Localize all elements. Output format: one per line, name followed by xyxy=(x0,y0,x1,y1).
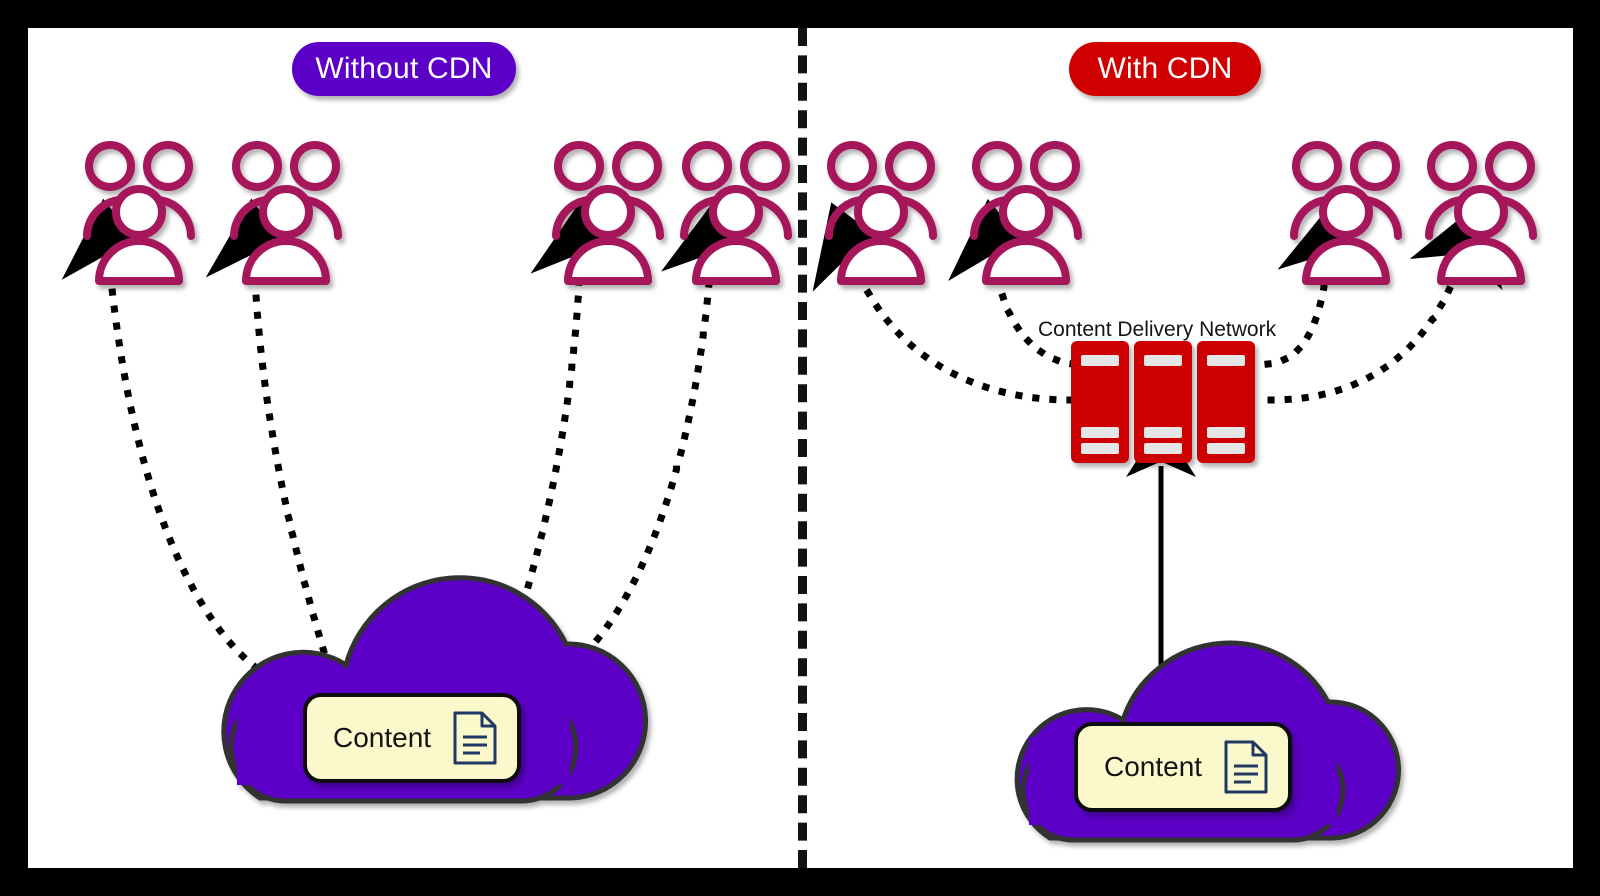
badge-without-cdn[interactable]: Without CDN xyxy=(292,42,516,96)
edge-right-1 xyxy=(812,202,1074,404)
cdn-server-1 xyxy=(1071,341,1129,463)
content-box-left[interactable]: Content xyxy=(303,693,521,783)
edge-right-3 xyxy=(1264,198,1375,368)
content-label-right: Content xyxy=(1104,751,1203,782)
cdn-server-2 xyxy=(1134,341,1192,463)
cdn-server-3 xyxy=(1197,341,1255,463)
document-icon xyxy=(453,711,497,765)
badge-with-cdn[interactable]: With CDN xyxy=(1069,42,1261,96)
document-icon xyxy=(1224,740,1268,794)
content-label-left: Content xyxy=(333,722,432,753)
cdn-caption-label: Content Delivery Network xyxy=(1038,318,1277,341)
diagram-canvas: Without CDN With CDN Content Delivery Ne… xyxy=(28,28,1573,868)
panel-divider xyxy=(798,28,807,868)
edge-right-4 xyxy=(1267,201,1503,404)
content-box-right[interactable]: Content xyxy=(1074,722,1292,812)
